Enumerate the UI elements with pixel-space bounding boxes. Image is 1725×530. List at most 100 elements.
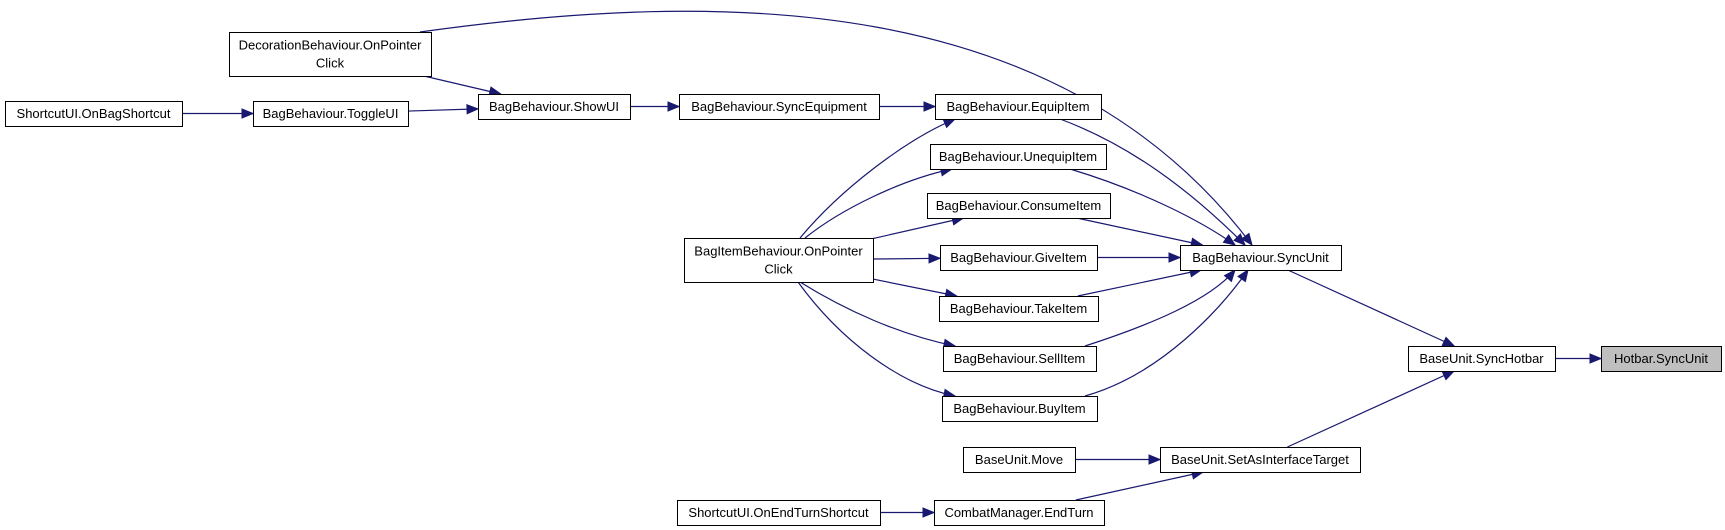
arrowhead-icon (1148, 454, 1162, 465)
node-label: BaseUnit.SyncHotbar (1419, 351, 1544, 366)
edge-bagitem_onpointerclick-to-bag_consumeitem (872, 215, 965, 240)
arrowhead-icon (928, 253, 942, 264)
edge-line (872, 217, 964, 240)
node-bag_equipitem[interactable]: BagBehaviour.EquipItem (935, 94, 1102, 120)
arrowhead-icon (667, 101, 681, 112)
node-box (1601, 346, 1722, 372)
node-bag_showui[interactable]: BagBehaviour.ShowUI (478, 94, 631, 120)
edge-combat_endturn-to-baseunit_setasinterfacetarget (1075, 469, 1205, 501)
node-combat_endturn[interactable]: CombatManager.EndTurn (934, 500, 1105, 526)
edge-bag_toggleui-to-bag_showui (407, 103, 480, 115)
node-bag_toggleui[interactable]: BagBehaviour.ToggleUI (253, 101, 409, 127)
arrowhead-icon (1240, 232, 1253, 247)
node-label: BagItemBehaviour.OnPointer (694, 244, 863, 259)
edge-line (419, 10, 1253, 246)
edge-line (1084, 269, 1249, 397)
node-label: BagBehaviour.GiveItem (950, 250, 1087, 265)
node-label: CombatManager.EndTurn (944, 505, 1093, 520)
node-label: BagBehaviour.ToggleUI (263, 106, 399, 121)
edge-bag_showui-to-bag_syncequipment (630, 101, 681, 112)
edge-decoration_onpointerclick-to-bag_showui (423, 75, 502, 97)
node-baseunit_synchotbar[interactable]: BaseUnit.SyncHotbar (1408, 346, 1556, 372)
node-box (963, 447, 1076, 473)
arrowhead-icon (1237, 268, 1249, 283)
node-label: BagBehaviour.SyncUnit (1192, 250, 1329, 265)
node-shortcut_onbagshortcut[interactable]: ShortcutUI.OnBagShortcut (5, 101, 183, 127)
node-baseunit_move[interactable]: BaseUnit.Move (963, 447, 1076, 473)
edge-line (804, 168, 953, 239)
node-bag_giveitem[interactable]: BagBehaviour.GiveItem (940, 245, 1098, 271)
node-label: BagBehaviour.BuyItem (953, 401, 1085, 416)
arrowhead-icon (922, 507, 936, 518)
node-box (5, 101, 183, 127)
node-label: Click (764, 262, 793, 277)
node-bag_syncequipment[interactable]: BagBehaviour.SyncEquipment (679, 94, 880, 120)
node-box (478, 94, 631, 120)
edge-line (872, 278, 957, 297)
arrowhead-icon (466, 103, 480, 115)
edge-line (1084, 269, 1236, 347)
node-label: BagBehaviour.SellItem (954, 351, 1086, 366)
edge-bag_syncunit-to-baseunit_synchotbar (1287, 269, 1456, 347)
arrowhead-icon (1222, 234, 1237, 246)
node-label: BagBehaviour.ConsumeItem (936, 198, 1101, 213)
edge-bag_consumeitem-to-bag_syncunit (1076, 217, 1204, 248)
edge-line (423, 75, 501, 95)
edge-line (799, 118, 956, 239)
node-box (942, 396, 1098, 422)
edge-line (407, 108, 479, 112)
edge-shortcut_onbagshortcut-to-bag_toggleui (182, 108, 255, 119)
node-box (940, 245, 1098, 271)
node-box (934, 500, 1105, 526)
edge-line (1077, 269, 1202, 297)
node-box (943, 346, 1097, 372)
node-box (939, 296, 1099, 322)
node-box (684, 238, 874, 283)
node-bag_sellitem[interactable]: BagBehaviour.SellItem (943, 346, 1097, 372)
node-box (930, 144, 1107, 170)
node-baseunit_setasinterfacetarget[interactable]: BaseUnit.SetAsInterfaceTarget (1160, 447, 1361, 473)
edge-line (1075, 471, 1204, 501)
arrowhead-icon (923, 101, 937, 112)
node-box (1160, 447, 1361, 473)
edge-bag_sellitem-to-bag_syncunit (1084, 268, 1236, 347)
edge-bagitem_onpointerclick-to-bag_takeitem (872, 278, 958, 299)
node-box (253, 101, 409, 127)
edge-bagitem_onpointerclick-to-bag_sellitem (799, 281, 957, 349)
node-bag_unequipitem[interactable]: BagBehaviour.UnequipItem (930, 144, 1107, 170)
node-bag_takeitem[interactable]: BagBehaviour.TakeItem (939, 296, 1099, 322)
edge-bagitem_onpointerclick-to-bag_giveitem (872, 253, 942, 264)
arrowhead-icon (1589, 353, 1603, 364)
node-label: ShortcutUI.OnEndTurnShortcut (688, 505, 869, 520)
node-box (927, 193, 1111, 219)
node-box (677, 500, 881, 526)
edge-layer (182, 10, 1603, 518)
node-label: BagBehaviour.EquipItem (946, 99, 1089, 114)
node-hotbar_syncunit[interactable]: Hotbar.SyncUnit (1601, 346, 1722, 372)
node-label: BagBehaviour.UnequipItem (939, 149, 1097, 164)
edge-line (1059, 118, 1246, 246)
node-shortcut_onendturnshortcut[interactable]: ShortcutUI.OnEndTurnShortcut (677, 500, 881, 526)
node-box (1180, 245, 1342, 271)
arrowhead-icon (1441, 370, 1456, 381)
edge-bag_takeitem-to-bag_syncunit (1077, 267, 1203, 297)
node-label: BagBehaviour.SyncEquipment (691, 99, 867, 114)
node-box (935, 94, 1102, 120)
edge-line (1287, 269, 1455, 347)
edge-baseunit_synchotbar-to-hotbar_syncunit (1555, 353, 1603, 364)
edge-baseunit_move-to-baseunit_setasinterfacetarget (1075, 454, 1162, 465)
node-label: BagBehaviour.TakeItem (950, 301, 1087, 316)
node-label: ShortcutUI.OnBagShortcut (17, 106, 171, 121)
edge-line (799, 281, 956, 347)
edge-line (1069, 168, 1236, 246)
edge-line (1076, 217, 1203, 246)
edge-bag_equipitem-to-bag_syncunit (1059, 118, 1246, 246)
node-label: DecorationBehaviour.OnPointer (239, 38, 423, 53)
node-bag_syncunit[interactable]: BagBehaviour.SyncUnit (1180, 245, 1342, 271)
node-bag_consumeitem[interactable]: BagBehaviour.ConsumeItem (927, 193, 1111, 219)
arrowhead-icon (1168, 252, 1182, 263)
node-bag_buyitem[interactable]: BagBehaviour.BuyItem (942, 396, 1098, 422)
